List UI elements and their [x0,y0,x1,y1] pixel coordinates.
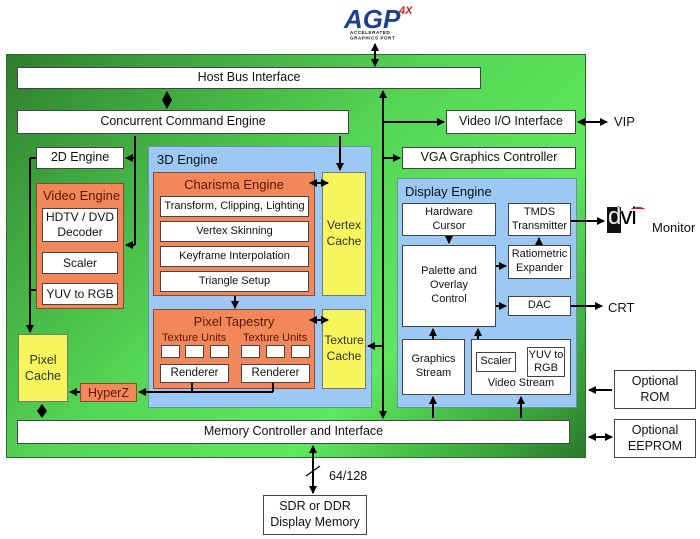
hyperz-label: HyperZ [88,385,129,400]
triangle-setup[interactable]: Triangle Setup [160,271,309,292]
agp-logo: AGP 4X ACCELERATED GRAPHICS PORT [342,2,418,42]
texture-unit[interactable] [161,345,180,358]
video-engine-title: Video Engine [43,188,121,203]
renderer-1-label: Renderer [170,367,219,380]
hdtv-dvd-decoder[interactable]: HDTV / DVD Decoder [42,208,118,242]
keyframe-interpolation[interactable]: Keyframe Interpolation [160,246,309,267]
optional-rom[interactable]: Optional ROM [614,370,696,409]
3d-engine-title: 3D Engine [157,152,218,167]
texture-units-label-1: Texture Units [162,332,227,344]
optional-rom-label: Optional ROM [631,373,679,404]
vip-label: VIP [614,114,635,129]
vertex-skinning[interactable]: Vertex Skinning [160,221,309,242]
vga-graphics-controller[interactable]: VGA Graphics Controller [402,147,576,169]
optional-eeprom[interactable]: Optional EEPROM [614,419,696,458]
pixel-cache-label: Pixel Cache [24,352,62,383]
display-memory-label: SDR or DDR Display Memory [270,499,360,529]
texture-unit[interactable] [185,345,204,358]
texture-units-label-2: Texture Units [243,332,308,344]
agp-logo-subtitle-2: GRAPHICS PORT [350,36,395,41]
texture-cache-label: Texture Cache [324,333,364,363]
video-yuv-to-rgb-label: YUV to RGB [46,286,114,301]
memory-controller-interface[interactable]: Memory Controller and Interface [17,420,570,444]
optional-eeprom-label: Optional EEPROM [627,422,683,453]
vga-label: VGA Graphics Controller [420,150,558,165]
charisma-engine-title: Charisma Engine [184,177,284,192]
hdtv-dvd-decoder-label: HDTV / DVD Decoder [45,210,114,239]
video-io-interface[interactable]: Video I/O Interface [446,110,576,134]
display-memory[interactable]: SDR or DDR Display Memory [263,495,367,535]
memory-controller-label: Memory Controller and Interface [203,424,384,439]
texture-unit[interactable] [291,345,310,358]
tcl-label: Transform, Clipping, Lighting [164,199,305,212]
bus-width-slash [305,465,321,477]
video-stream-yuv-label: YUV to RGB [528,349,564,374]
display-engine-title: Display Engine [405,184,492,199]
hardware-cursor[interactable]: Hardware Cursor [402,203,496,236]
keyframe-interpolation-label: Keyframe Interpolation [179,249,290,262]
dac[interactable]: DAC [508,296,571,316]
renderer-2-label: Renderer [251,367,300,380]
dac-label: DAC [527,299,552,312]
video-io-label: Video I/O Interface [459,114,563,129]
graphics-stream[interactable]: Graphics Stream [402,339,465,395]
pixel-cache[interactable]: Pixel Cache [18,334,68,402]
2d-engine[interactable]: 2D Engine [36,147,124,169]
hardware-cursor-label: Hardware Cursor [425,205,473,232]
vertex-cache[interactable]: Vertex Cache [322,172,366,296]
host-bus-label: Host Bus Interface [197,70,301,85]
hyperz[interactable]: HyperZ [80,383,137,402]
dvi-logo: dvi [607,203,649,233]
renderer-2[interactable]: Renderer [241,364,310,383]
palette-label: Palette and Overlay Control [421,265,477,305]
texture-unit[interactable] [241,345,260,358]
concurrent-command-engine[interactable]: Concurrent Command Engine [17,110,349,134]
crt-label: CRT [608,300,635,315]
bus-width-label: 64/128 [329,469,368,483]
diamond-host-command [162,91,172,109]
pixel-tapestry-title: Pixel Tapestry [193,314,275,329]
palette-overlay-control[interactable]: Palette and Overlay Control [402,245,496,327]
vertex-cache-label: Vertex Cache [326,218,362,248]
video-stream-yuv-to-rgb[interactable]: YUV to RGB [527,347,565,377]
vertex-skinning-label: Vertex Skinning [196,224,273,237]
video-scaler-label: Scaler [62,255,97,270]
dvi-logo-swoosh [631,207,645,212]
2d-engine-label: 2D Engine [50,150,110,165]
graphics-stream-label: Graphics Stream [411,353,456,379]
video-stream-scaler-label: Scaler [480,355,512,368]
texture-cache[interactable]: Texture Cache [322,309,366,389]
video-stream-scaler[interactable]: Scaler [476,352,516,372]
tmds-transmitter[interactable]: TMDS Transmitter [508,203,571,236]
renderer-1[interactable]: Renderer [160,364,229,383]
video-stream-label: Video Stream [487,377,555,390]
agp-logo-4x: 4X [398,5,413,17]
ratiometric-expander[interactable]: Ratiometric Expander [508,245,571,279]
tmds-label: TMDS Transmitter [511,205,568,232]
agp-logo-text: AGP [343,4,401,34]
ratiometric-label: Ratiometric Expander [511,248,568,274]
video-scaler[interactable]: Scaler [42,252,118,274]
texture-unit[interactable] [266,345,285,358]
host-bus-interface[interactable]: Host Bus Interface [17,67,481,89]
texture-unit[interactable] [210,345,229,358]
dvi-logo-background [607,207,621,233]
transform-clipping-lighting[interactable]: Transform, Clipping, Lighting [160,196,309,217]
diamond-pixelcache-memory [37,404,47,418]
video-yuv-to-rgb[interactable]: YUV to RGB [42,283,118,305]
triangle-setup-label: Triangle Setup [198,274,271,287]
monitor-label: Monitor [652,220,696,235]
agp-logo-subtitle-1: ACCELERATED [350,30,390,35]
command-engine-label: Concurrent Command Engine [100,114,266,129]
